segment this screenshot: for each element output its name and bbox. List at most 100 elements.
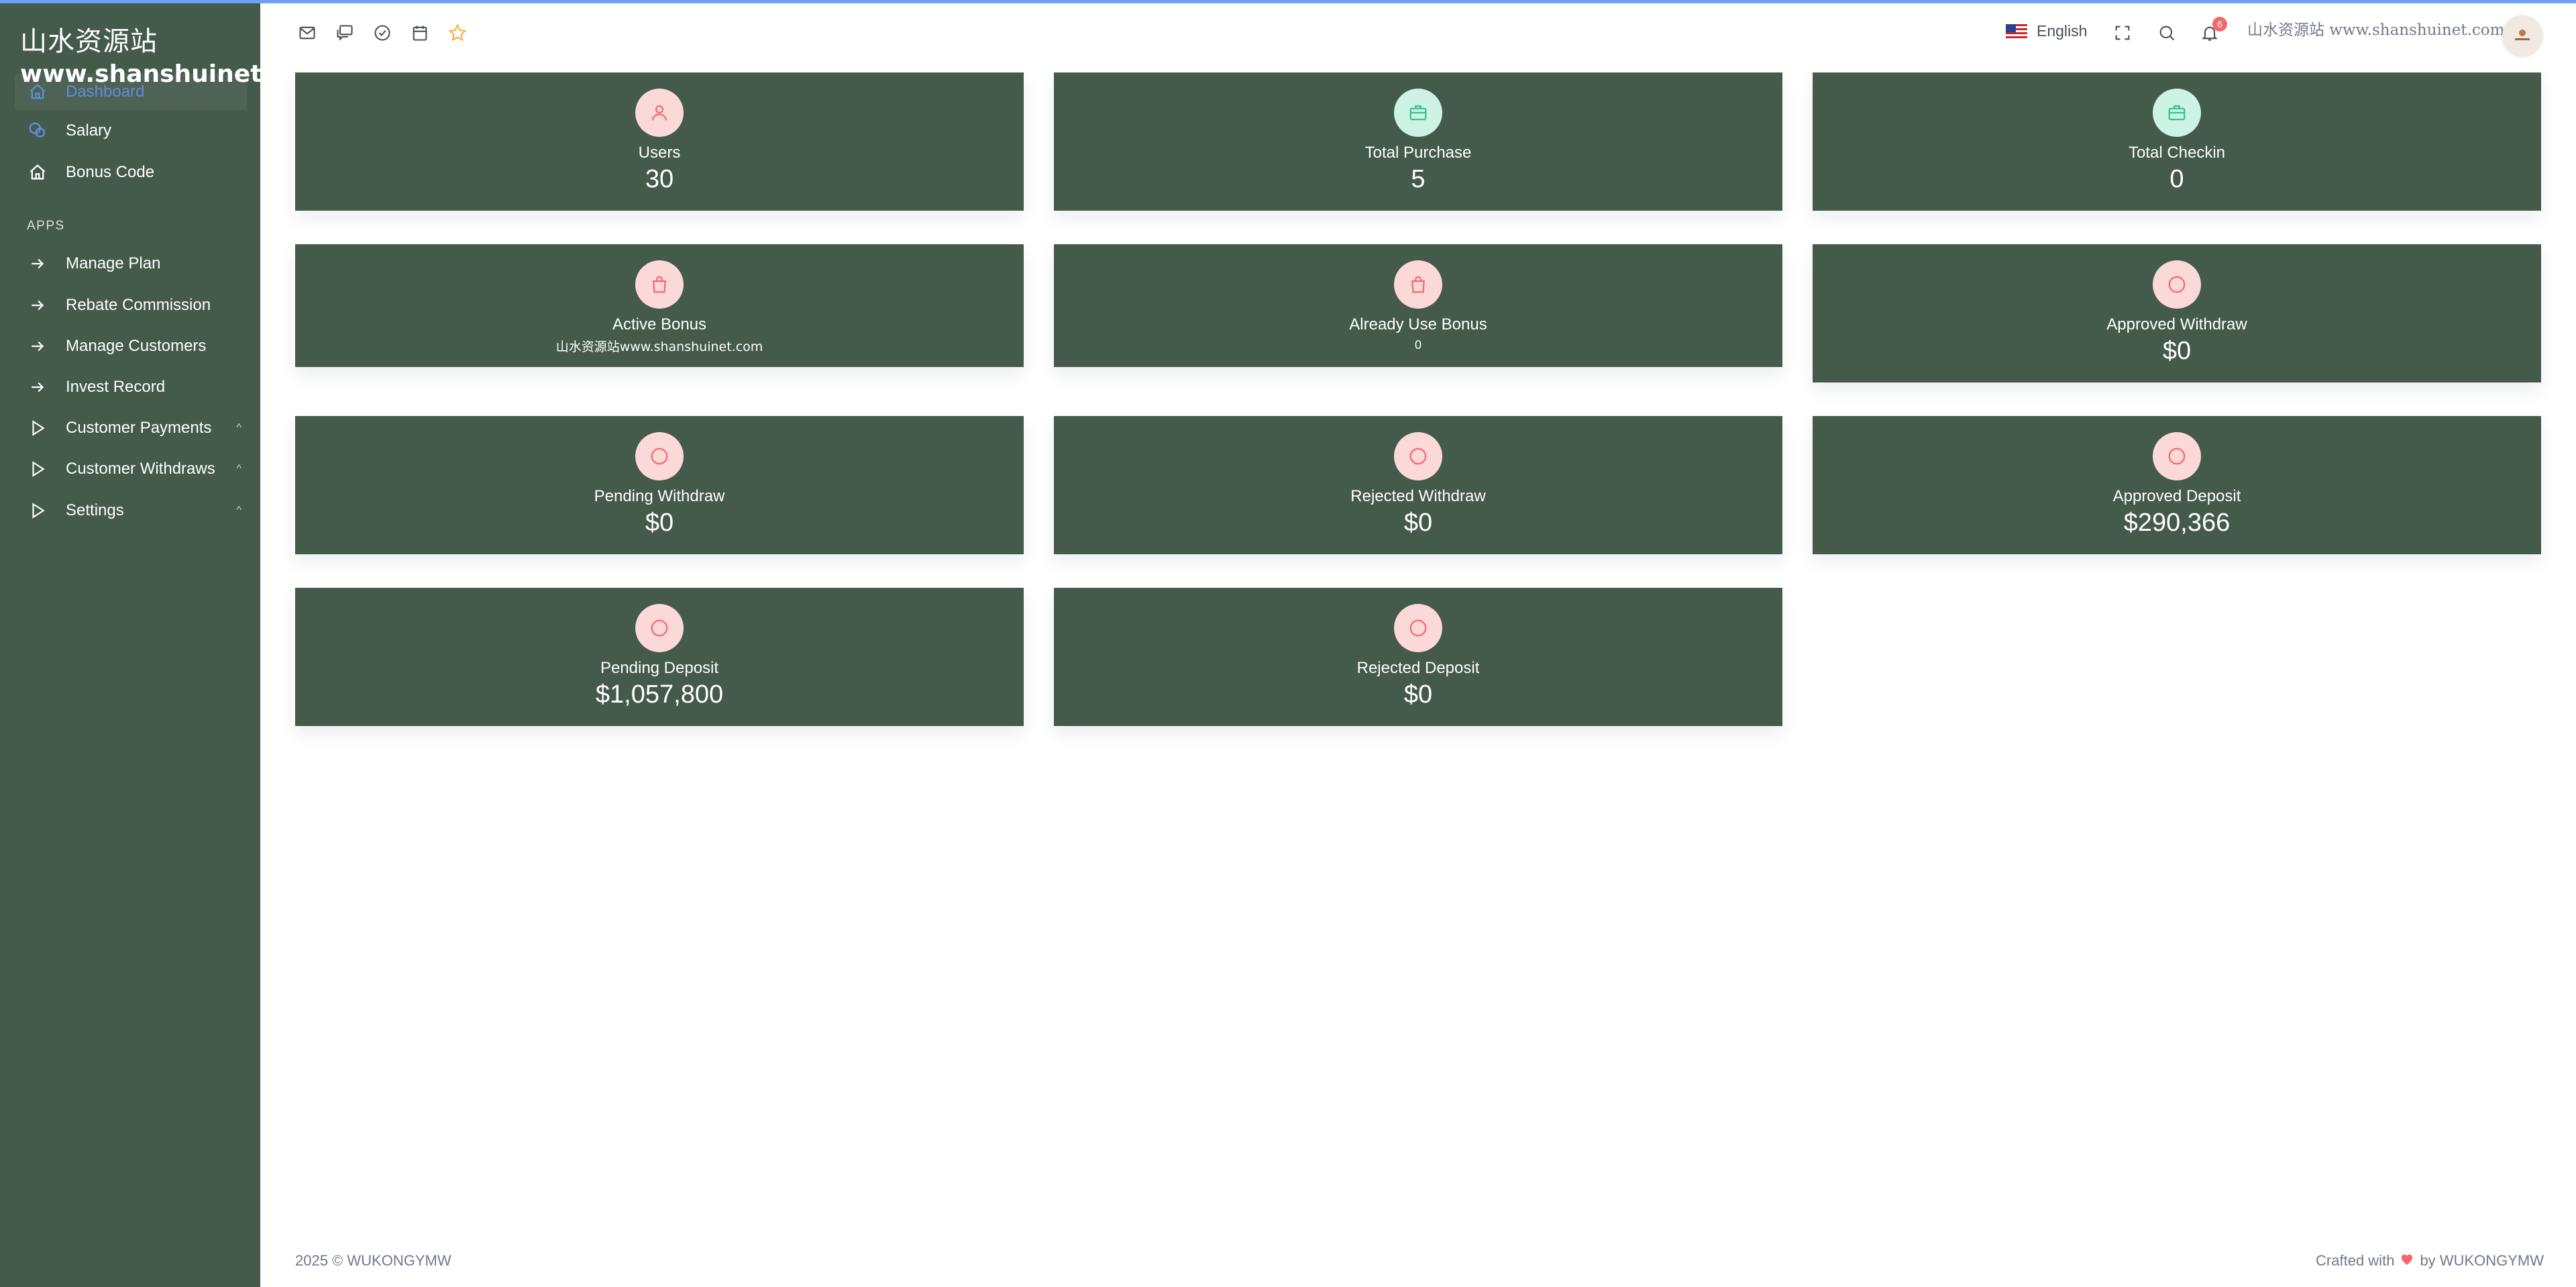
notification-badge: 6 [2212, 17, 2227, 32]
sidebar: Dashboard Salary Bonus Code APPS Manage … [0, 0, 275, 1287]
circle-icon [2153, 260, 2201, 309]
sidebar-item-settings[interactable]: Settings ^ [27, 494, 241, 527]
home-icon [27, 81, 48, 103]
sidebar-item-label: Dashboard [66, 83, 145, 101]
card-value: $0 [2162, 337, 2192, 365]
brand-url: www.shanshuinet.c [20, 60, 275, 88]
sidebar-item-manage-customers[interactable]: Manage Customers [27, 329, 241, 363]
us-flag-icon [2006, 23, 2027, 39]
quick-links [297, 22, 468, 44]
card-pending-withdraw: Pending Withdraw $0 [295, 416, 1024, 554]
arrow-right-icon [27, 253, 48, 274]
card-active-bonus: Active Bonus 山水资源站www.shanshuinet.com [295, 244, 1024, 367]
footer-copyright: 2025 © WUKONGYMW [295, 1252, 451, 1269]
sidebar-item-label: Salary [66, 121, 112, 140]
card-value: $0 [645, 509, 674, 537]
card-total-checkin: Total Checkin 0 [1813, 72, 2541, 211]
topbar: English 6 山水资源站 www.shanshuinet.com [260, 3, 2576, 68]
watermark-text: 山水资源站 www.shanshuinet.com [2247, 21, 2505, 39]
sidebar-item-label: Invest Record [66, 378, 166, 396]
card-label: Rejected Deposit [1356, 659, 1480, 677]
bag-icon [1394, 260, 1442, 309]
sidebar-item-label: Customer Withdraws [66, 460, 215, 478]
heart-icon [2400, 1252, 2414, 1270]
search-icon[interactable] [2156, 22, 2178, 44]
card-value: 山水资源站www.shanshuinet.com [555, 340, 763, 354]
language-selector[interactable]: English [2006, 22, 2087, 40]
sidebar-item-label: Settings [66, 501, 124, 519]
play-icon [27, 417, 48, 439]
sidebar-item-label: Manage Plan [66, 254, 161, 272]
sidebar-item-label: Rebate Commission [66, 296, 211, 314]
notification-bell[interactable]: 6 [2199, 17, 2227, 44]
card-value: $0 [1403, 509, 1433, 537]
circle-icon [635, 604, 684, 652]
sidebar-active-highlight [15, 74, 247, 110]
sidebar-item-label: Manage Customers [66, 337, 207, 355]
sidebar-section-apps: APPS [27, 219, 65, 233]
card-value: $290,366 [2123, 509, 2231, 537]
circle-icon [635, 432, 684, 480]
footer-crafted-prefix: Crafted with [2316, 1252, 2395, 1269]
chat-icon[interactable] [334, 22, 356, 44]
sidebar-item-customer-withdraws[interactable]: Customer Withdraws ^ [27, 452, 241, 486]
card-label: Already Use Bonus [1349, 315, 1487, 333]
bag-icon [635, 260, 684, 309]
language-label: English [2037, 22, 2088, 40]
card-rejected-withdraw: Rejected Withdraw $0 [1054, 416, 1782, 554]
card-label: Pending Deposit [600, 659, 719, 677]
chevron-up-icon: ^ [236, 422, 241, 433]
play-icon [27, 500, 48, 521]
card-value: 30 [645, 165, 674, 193]
sidebar-item-rebate-commission[interactable]: Rebate Commission [27, 289, 241, 322]
chevron-up-icon: ^ [236, 463, 241, 474]
brand-logo[interactable]: 山水资源站 www.shanshuinet.c [20, 24, 275, 90]
wallet-icon [27, 120, 48, 142]
avatar-logo-icon [2515, 30, 2530, 40]
user-icon [635, 89, 684, 137]
briefcase-icon [1394, 89, 1442, 137]
sidebar-item-label: Customer Payments [66, 419, 212, 437]
card-label: Total Checkin [2128, 144, 2226, 162]
circle-icon [1394, 604, 1442, 652]
sidebar-item-manage-plan[interactable]: Manage Plan [27, 247, 241, 280]
card-label: Active Bonus [612, 315, 707, 333]
card-value: $0 [1403, 680, 1433, 709]
sidebar-item-bonus-code[interactable]: Bonus Code [27, 156, 241, 189]
card-label: Pending Withdraw [594, 487, 725, 505]
mail-icon[interactable] [297, 22, 318, 44]
card-label: Total Purchase [1364, 144, 1472, 162]
card-value: 0 [1414, 338, 1421, 352]
chevron-up-icon: ^ [236, 505, 241, 516]
card-value: 0 [2169, 165, 2184, 193]
card-value: $1,057,800 [595, 680, 724, 709]
top-accent-line [0, 0, 2576, 3]
sidebar-item-salary[interactable]: Salary [27, 114, 241, 148]
card-users: Users 30 [295, 72, 1024, 211]
star-icon[interactable] [447, 22, 468, 44]
card-value: 5 [1411, 165, 1426, 193]
calendar-icon[interactable] [409, 22, 431, 44]
sidebar-item-dashboard[interactable]: Dashboard [27, 75, 241, 109]
card-already-use-bonus: Already Use Bonus 0 [1054, 244, 1782, 367]
avatar[interactable] [2502, 15, 2542, 56]
sidebar-item-invest-record[interactable]: Invest Record [27, 370, 241, 404]
card-approved-deposit: Approved Deposit $290,366 [1813, 416, 2541, 554]
sidebar-item-customer-payments[interactable]: Customer Payments ^ [27, 411, 241, 445]
card-total-purchase: Total Purchase 5 [1054, 72, 1782, 211]
arrow-right-icon [27, 295, 48, 316]
card-approved-withdraw: Approved Withdraw $0 [1813, 244, 2541, 382]
card-label: Rejected Withdraw [1350, 487, 1486, 505]
briefcase-icon [2153, 89, 2201, 137]
arrow-right-icon [27, 336, 48, 357]
circle-icon [2153, 432, 2201, 480]
card-label: Approved Deposit [2112, 487, 2241, 505]
fullscreen-icon[interactable] [2112, 22, 2133, 44]
card-label: Approved Withdraw [2106, 315, 2247, 333]
check-circle-icon[interactable] [372, 22, 393, 44]
card-label: Users [638, 144, 681, 162]
sidebar-item-label: Bonus Code [66, 163, 155, 181]
brand-name: 山水资源站 [20, 26, 158, 57]
footer-credits: Crafted with by WUKONGYMW [2316, 1252, 2544, 1270]
home-icon [27, 162, 48, 183]
